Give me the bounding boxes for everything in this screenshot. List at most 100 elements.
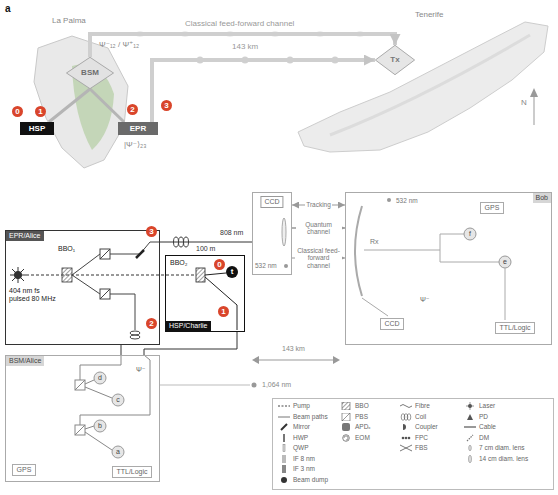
node-text: EPR bbox=[130, 124, 146, 133]
legend-sample bbox=[463, 402, 477, 410]
island-map bbox=[298, 22, 548, 152]
legend-entry: FPC bbox=[399, 434, 428, 442]
panel-title: BSM/Alice bbox=[6, 356, 44, 366]
receiver-optics bbox=[362, 298, 388, 316]
legend-sample bbox=[342, 423, 350, 431]
receiver-optics bbox=[364, 250, 440, 251]
legend-entry: Pump bbox=[277, 402, 310, 410]
detector-label: b bbox=[98, 422, 102, 430]
legend-entry: Beam dump bbox=[277, 476, 328, 484]
legend-entry: BBO bbox=[339, 402, 369, 410]
detector-label: a bbox=[116, 448, 120, 456]
legend-entry: Coupler bbox=[399, 423, 438, 431]
laser-label: 404 nm fs pulsed 80 MHz bbox=[9, 287, 59, 303]
source-box: EPR bbox=[118, 122, 158, 135]
legend-sample bbox=[342, 413, 350, 421]
legend-sample bbox=[339, 423, 353, 431]
legend-sample bbox=[407, 413, 411, 420]
distance-arrow bbox=[252, 356, 340, 364]
bsm-optics bbox=[94, 420, 106, 432]
legend-text: BBO bbox=[355, 402, 369, 409]
legend-sample bbox=[282, 455, 286, 463]
legend-sample bbox=[399, 402, 413, 410]
legend-text: EOM bbox=[355, 434, 370, 441]
legend-entry: Beam paths bbox=[277, 413, 328, 421]
north-arrow bbox=[530, 88, 538, 97]
state-label: |Ψ⁻⟩₂₃ bbox=[124, 140, 146, 149]
legend-sample bbox=[277, 476, 291, 484]
legend: PumpBeam pathsMirrorHWPQWPIF 8 nmIF 3 nm… bbox=[272, 398, 554, 490]
state-label: Ψ⁻ bbox=[420, 296, 430, 304]
legend-entry: FBS bbox=[399, 444, 428, 452]
logic-box: TTL/Logic bbox=[112, 466, 152, 478]
legend-entry: Laser bbox=[463, 402, 495, 410]
north-label: N bbox=[521, 98, 527, 107]
legend-sample bbox=[339, 413, 353, 421]
legend-entry: Fibre bbox=[399, 402, 430, 410]
legend-entry: APDₓ bbox=[339, 423, 371, 431]
receiver-diamond: Tx bbox=[375, 45, 415, 75]
legend-sample bbox=[469, 445, 472, 451]
bsm-optics bbox=[252, 383, 257, 388]
channel-label: Quantum channel bbox=[296, 221, 342, 236]
legend-sample bbox=[278, 416, 290, 417]
legend-text: APDₓ bbox=[355, 423, 371, 430]
legend-sample bbox=[342, 402, 350, 410]
epr-optics bbox=[100, 289, 110, 299]
receiver-optics bbox=[499, 256, 511, 268]
transmitter-optics bbox=[282, 218, 288, 268]
state-label: Ψ⁻ bbox=[136, 366, 146, 374]
legend-text: Beam paths bbox=[293, 413, 328, 420]
legend-sample bbox=[408, 436, 411, 439]
legend-text: Cable bbox=[479, 423, 496, 430]
epr-optics bbox=[72, 254, 100, 275]
legend-sample bbox=[277, 465, 291, 473]
legend-sample bbox=[342, 413, 350, 421]
diamond-outline bbox=[66, 57, 113, 88]
wavelength-label: 532 nm bbox=[255, 262, 277, 269]
legend-sample bbox=[403, 424, 406, 430]
source-box: HSP bbox=[20, 122, 54, 135]
legend-sample bbox=[343, 434, 350, 441]
legend-text: FPC bbox=[415, 434, 428, 441]
setup-panel: HSP/Charlie bbox=[165, 255, 245, 332]
state-label: Ψ⁻₁₂ / Ψ⁺₁₂ bbox=[99, 40, 139, 49]
legend-text: Pump bbox=[293, 402, 310, 409]
wavelength-label: 1,064 nm bbox=[262, 381, 291, 389]
receiver-optics bbox=[440, 234, 464, 250]
legend-sample bbox=[470, 402, 471, 410]
place-name: Tenerife bbox=[415, 10, 443, 19]
receiver-optics bbox=[355, 198, 511, 320]
callout-number: 1 bbox=[35, 106, 46, 117]
epr-optics bbox=[12, 269, 24, 281]
epr-optics bbox=[110, 242, 160, 254]
legend-sample bbox=[277, 423, 291, 431]
epr-optics bbox=[100, 289, 110, 299]
legend-sample bbox=[277, 434, 291, 442]
crystal-label: BBO₁ bbox=[58, 245, 75, 253]
legend-text: PD bbox=[479, 413, 488, 420]
bsm-optics bbox=[85, 426, 94, 429]
legend-sample bbox=[277, 455, 291, 463]
legend-text: DM bbox=[479, 434, 489, 441]
bsm-optics bbox=[75, 380, 85, 390]
node-text: GPS bbox=[17, 466, 32, 474]
legend-text: HWP bbox=[293, 434, 308, 441]
epr-optics bbox=[100, 249, 110, 259]
channel-label: Classical feed-forward channel bbox=[185, 19, 294, 28]
bsm-optics bbox=[75, 380, 85, 390]
bsm-optics bbox=[80, 355, 150, 425]
bsm-optics bbox=[112, 446, 124, 458]
legend-sample bbox=[399, 423, 413, 431]
callout-number: 2 bbox=[127, 104, 138, 115]
node-text: GPS bbox=[485, 204, 500, 212]
legend-sample bbox=[400, 445, 412, 451]
receiver-optics bbox=[355, 206, 362, 296]
legend-entry: QWP bbox=[277, 444, 309, 452]
panel-title: HSP/Charlie bbox=[166, 321, 211, 331]
island-map bbox=[34, 22, 548, 168]
legend-entry: Cable bbox=[463, 423, 496, 431]
legend-text: 7 cm diam. lens bbox=[479, 444, 525, 451]
channel-label: Tracking bbox=[305, 201, 332, 208]
